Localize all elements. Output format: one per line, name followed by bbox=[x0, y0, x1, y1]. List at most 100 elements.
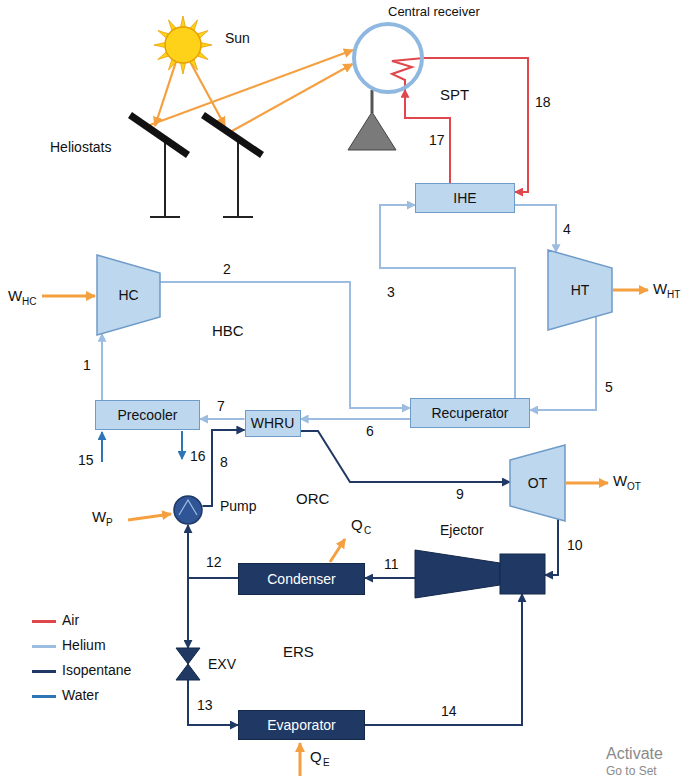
flow-line bbox=[515, 205, 556, 252]
heliostat-mirror bbox=[130, 115, 188, 155]
component-label: HT bbox=[571, 282, 590, 299]
heat-arrow bbox=[299, 743, 302, 776]
component-label: Evaporator bbox=[267, 717, 335, 734]
flow-line bbox=[301, 418, 411, 420]
condenser: Condenser bbox=[238, 563, 365, 595]
flow-line bbox=[380, 205, 515, 398]
component-label: Sun bbox=[225, 30, 250, 47]
component-label: Recuperator bbox=[431, 405, 508, 422]
work-arrow bbox=[42, 295, 95, 298]
flow-line bbox=[188, 680, 238, 725]
water-outlet bbox=[181, 431, 183, 459]
tower-post bbox=[371, 90, 374, 113]
flow-line bbox=[200, 418, 245, 420]
state-number: 2 bbox=[222, 262, 232, 277]
state-number: 9 bbox=[455, 487, 465, 502]
subscript: HC bbox=[22, 296, 36, 308]
recuperator: Recuperator bbox=[410, 398, 530, 428]
legend-swatch bbox=[32, 695, 56, 698]
sun-shape bbox=[165, 27, 201, 63]
subscript: P bbox=[106, 517, 113, 529]
legend-label: Isopentane bbox=[62, 662, 131, 679]
pump-shape bbox=[173, 495, 203, 525]
state-number: 3 bbox=[386, 285, 396, 300]
symbol: W bbox=[613, 472, 627, 490]
valve-body bbox=[176, 648, 200, 680]
symbol: W bbox=[8, 287, 22, 305]
precooler: Precooler bbox=[95, 400, 200, 430]
compressor: HC bbox=[97, 255, 160, 335]
component-label: HC bbox=[118, 287, 138, 304]
state-number: 5 bbox=[604, 380, 614, 395]
state-number: 14 bbox=[440, 704, 458, 719]
heliostat-field-shape bbox=[120, 105, 280, 225]
ejector: Ejector bbox=[415, 548, 545, 600]
ejector-shape bbox=[415, 548, 545, 600]
central-receiver: Central receiver bbox=[352, 22, 424, 94]
legend-swatch bbox=[32, 670, 56, 673]
subscript: HT bbox=[667, 289, 680, 301]
expansion-valve: EXV bbox=[176, 648, 200, 680]
ejector-chamber bbox=[500, 554, 545, 594]
component-label: OT bbox=[528, 475, 547, 492]
flow-line bbox=[365, 577, 415, 579]
heat-arrow bbox=[330, 539, 345, 562]
symbol: Q bbox=[310, 748, 322, 766]
central-receiver-shape bbox=[352, 22, 424, 94]
flow-line bbox=[188, 578, 238, 648]
heliostat-foot bbox=[223, 216, 253, 218]
component-label: EXV bbox=[208, 656, 236, 673]
state-number: 16 bbox=[190, 448, 206, 465]
turbine-outline bbox=[548, 250, 612, 330]
flow-line bbox=[160, 282, 410, 408]
legend-label: Air bbox=[62, 612, 79, 629]
component-label: Condenser bbox=[267, 571, 336, 588]
state-number: 1 bbox=[82, 358, 92, 373]
heat-recovery-unit: WHRU bbox=[245, 410, 301, 437]
state-number: 8 bbox=[219, 455, 229, 470]
legend-swatch bbox=[32, 645, 56, 648]
state-number: 18 bbox=[534, 95, 552, 110]
pump-body bbox=[174, 496, 202, 524]
flow-line bbox=[101, 334, 103, 400]
subsystem-label: ERS bbox=[283, 643, 314, 661]
tower bbox=[348, 112, 396, 150]
component-label: Pump bbox=[220, 498, 257, 515]
watermark: Go to Set bbox=[606, 764, 657, 778]
state-number: 12 bbox=[205, 555, 223, 570]
turbine: OT bbox=[510, 445, 565, 521]
symbol: Q bbox=[351, 516, 363, 534]
subscript: E bbox=[323, 757, 330, 769]
heliostat-mirror bbox=[203, 115, 262, 155]
state-number: 7 bbox=[216, 399, 226, 414]
component-label: Central receiver bbox=[388, 4, 480, 20]
flow-line bbox=[424, 58, 528, 192]
state-number: 6 bbox=[365, 424, 375, 439]
component-label: WHRU bbox=[251, 415, 295, 432]
flow-line bbox=[202, 430, 244, 506]
legend-swatch bbox=[32, 620, 56, 623]
heat-exchanger: IHE bbox=[415, 183, 515, 213]
heliostat-foot bbox=[150, 216, 180, 218]
component-label: Precooler bbox=[118, 407, 178, 424]
symbol: W bbox=[653, 280, 667, 298]
water-inlet bbox=[101, 432, 103, 462]
legend-label: Helium bbox=[62, 637, 106, 654]
component-label: IHE bbox=[453, 190, 476, 207]
component-label: Ejector bbox=[440, 522, 484, 539]
flow-line bbox=[365, 594, 522, 725]
flow-line bbox=[545, 519, 558, 575]
pump: Pump bbox=[173, 495, 203, 525]
work-arrow bbox=[128, 514, 171, 520]
pump-mark bbox=[179, 500, 197, 515]
receiver-ring bbox=[354, 24, 422, 92]
evaporator: Evaporator bbox=[238, 710, 365, 740]
component-label: Heliostats bbox=[50, 139, 111, 156]
work-arrow bbox=[613, 289, 648, 292]
legend-label: Water bbox=[62, 687, 99, 704]
compressor-outline bbox=[97, 255, 160, 335]
sun-disc bbox=[165, 27, 201, 63]
flow-line bbox=[530, 317, 596, 411]
subsystem-label: SPT bbox=[440, 86, 469, 104]
subscript: OT bbox=[627, 481, 641, 493]
